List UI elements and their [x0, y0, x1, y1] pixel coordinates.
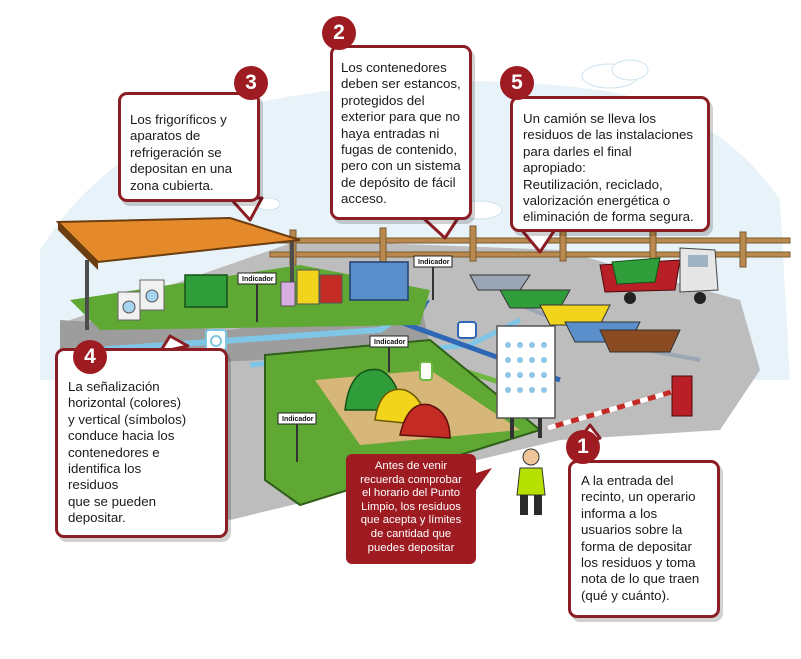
container-icon — [457, 321, 477, 339]
information-board — [496, 325, 556, 438]
bottle-icon — [419, 361, 433, 381]
callout-4-text: La señalización horizontal (colores) y v… — [68, 379, 187, 526]
callout-4-number: 4 — [73, 340, 107, 374]
washing-machine-icon — [205, 329, 227, 351]
callout-3-number: 3 — [234, 66, 268, 100]
blue-container — [349, 261, 409, 301]
callout-3: Los frigoríficos y aparatos de refrigera… — [118, 92, 260, 202]
red-igloo — [399, 403, 451, 439]
indicator-sign-label: Indicador — [282, 416, 314, 423]
indicator-sign-label: Indicador — [374, 339, 406, 346]
indicator-sign: Indicador — [369, 335, 409, 372]
callout-2: Los contenedores deben ser estancos, pro… — [330, 45, 472, 220]
igloo-area — [264, 338, 543, 507]
callout-4: La señalización horizontal (colores) y v… — [55, 348, 228, 538]
schedule-reminder: Antes de venir recuerda comprobar el hor… — [346, 454, 476, 564]
operator-person — [516, 448, 546, 515]
green-container — [184, 274, 228, 308]
indicator-sign-label: Indicador — [418, 259, 450, 266]
callout-3-text: Los frigoríficos y aparatos de refrigera… — [130, 112, 233, 193]
callout-1: A la entrada del recinto, un operario in… — [568, 460, 720, 618]
indicator-sign: Indicador — [277, 412, 317, 462]
indicator-sign: Indicador — [413, 255, 453, 300]
schedule-reminder-text: Antes de venir recuerda comprobar el hor… — [360, 460, 462, 554]
callout-5-number: 5 — [500, 66, 534, 100]
skip-containers — [469, 274, 681, 353]
indicator-sign: Indicador — [237, 272, 277, 322]
callout-2-text: Los contenedores deben ser estancos, pro… — [341, 60, 461, 207]
callout-2-number: 2 — [322, 16, 356, 50]
indicator-sign-label: Indicador — [242, 276, 274, 283]
truck-icon — [599, 247, 719, 304]
callout-1-text: A la entrada del recinto, un operario in… — [581, 473, 700, 603]
covered-area — [55, 216, 430, 330]
callout-5-text: Un camión se lleva los residuos de las i… — [523, 111, 694, 225]
callout-1-number: 1 — [566, 430, 600, 464]
callout-5: Un camión se lleva los residuos de las i… — [510, 96, 710, 232]
entrance-barrier — [547, 375, 693, 431]
